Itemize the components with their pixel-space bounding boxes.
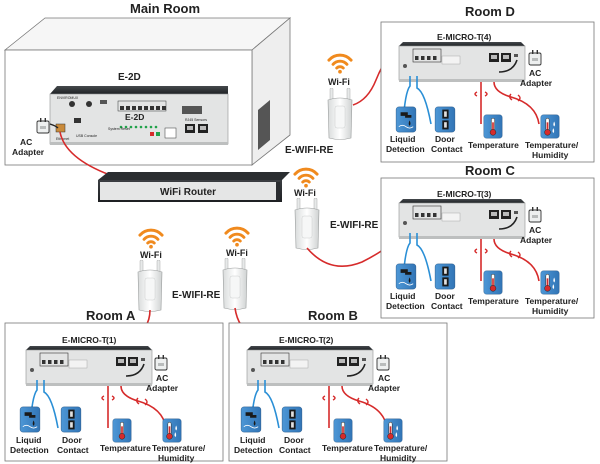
liquid-label-a-2: Detection [10, 445, 49, 455]
system-reset-label: System Reset [108, 127, 130, 131]
liquid-label-c-1: Liquid [390, 291, 416, 301]
dc-in-port [69, 101, 75, 107]
temp-humidity-sensor-a [162, 418, 182, 443]
door-sensor-a [60, 406, 82, 433]
ac-adapter-b-line1: AC [378, 373, 390, 383]
wifi-extender-name-c: E-WIFI-RE [330, 220, 379, 231]
wifi-label-d: Wi-Fi [328, 77, 350, 87]
temp-label-d: Temperature [468, 140, 519, 150]
emicro-device-b [246, 346, 374, 386]
liquid-label-b-1: Liquid [240, 435, 266, 445]
usb-port [74, 118, 81, 123]
wifi-extender-a [137, 260, 163, 312]
room-d-device-num: (4) [481, 32, 492, 42]
wifi-extender-name-a: E-WIFI-RE [172, 290, 221, 301]
wifi-signal-icon-c [293, 167, 319, 188]
wifi-extender-b [222, 258, 248, 310]
ac-adapter-a-line2: Adapter [146, 383, 179, 393]
door-label-b-2: Contact [279, 445, 311, 455]
rj45-sensors-label: RJ45 Sensors [185, 118, 207, 122]
th-label-b-2: Humidity [380, 453, 417, 463]
emicro-device-d [398, 42, 526, 82]
liquid-label-b-2: Detection [234, 445, 273, 455]
wifi-signal-icon-a [138, 228, 164, 249]
room-c-device-num: (3) [481, 189, 492, 199]
ac-adapter-b-line2: Adapter [368, 383, 401, 393]
th-label-c-2: Humidity [532, 306, 569, 316]
temp-sensor-d [483, 114, 503, 139]
th-label-a-1: Temperature/ [152, 443, 206, 453]
emicro-device-a [25, 346, 153, 386]
door-label-c-2: Contact [431, 301, 463, 311]
wifi-extender-c [294, 198, 320, 250]
emicro-device-c [398, 199, 526, 239]
ac-adapter-c-line2: Adapter [520, 235, 553, 245]
room-a-title: Room A [86, 308, 136, 323]
temp-humidity-sensor-d [540, 114, 560, 139]
wifi-router [98, 172, 290, 202]
door-label-d-2: Contact [431, 144, 463, 154]
wifi-signal-icon-d [327, 53, 353, 74]
liquid-label-d-1: Liquid [390, 134, 416, 144]
th-label-c-1: Temperature/ [525, 296, 579, 306]
wifi-label-b: Wi-Fi [226, 248, 248, 258]
led-strip [119, 125, 158, 129]
room-c-title: Room C [465, 163, 515, 178]
temp-label-c: Temperature [468, 296, 519, 306]
door-sensor-d [434, 106, 456, 133]
wifi-label-a: Wi-Fi [140, 250, 162, 260]
ac-adapter-main-line2: Adapter [12, 147, 45, 157]
room-a-device-num: (1) [106, 335, 117, 345]
wifi-router-label: WiFi Router [160, 187, 216, 198]
liquid-sensor-d [395, 106, 417, 133]
th-label-b-1: Temperature/ [374, 443, 428, 453]
wifi-extender-name-d: E-WIFI-RE [285, 145, 334, 156]
room-d-device: E-MICRO-T [437, 32, 483, 42]
room-c-device: E-MICRO-T [437, 189, 483, 199]
ac-adapter-d-line2: Adapter [520, 78, 553, 88]
ac-adapter-c-line1: AC [529, 225, 541, 235]
temp-sensor-b [333, 418, 353, 443]
door-label-d-1: Door [435, 134, 456, 144]
liquid-sensor-a [19, 406, 41, 433]
temp-sensor-a [112, 418, 132, 443]
ac-adapter-a-line1: AC [156, 373, 168, 383]
wifi-extender-d [327, 88, 353, 140]
temp-sensor-c [483, 270, 503, 295]
door-label-a-2: Contact [57, 445, 89, 455]
liquid-sensor-b [240, 406, 262, 433]
wifi-signal-icon-b [224, 226, 250, 247]
room-a-device: E-MICRO-T [62, 335, 108, 345]
liquid-label-d-2: Detection [386, 144, 425, 154]
room-b-title: Room B [308, 308, 358, 323]
wifi-label-c: Wi-Fi [294, 188, 316, 198]
temp-label-b: Temperature [322, 443, 373, 453]
liquid-label-a-1: Liquid [16, 435, 42, 445]
e2d-device: ENVIROMUX E-2D Ethernet USB Console Syst… [49, 86, 229, 145]
room-b-device-num: (2) [323, 335, 334, 345]
usb-console-label: USB Console [76, 134, 97, 138]
liquid-sensor-c [395, 263, 417, 290]
liquid-label-c-2: Detection [386, 301, 425, 311]
main-room-title: Main Room [130, 1, 200, 16]
temp-humidity-sensor-b [383, 418, 403, 443]
room-d-title: Room D [465, 4, 515, 19]
e2d-brand: ENVIROMUX [57, 96, 79, 100]
ac-adapter-d-line1: AC [529, 68, 541, 78]
door-label-c-1: Door [435, 291, 456, 301]
door-label-b-1: Door [284, 435, 305, 445]
door-label-a-1: Door [62, 435, 83, 445]
th-label-a-2: Humidity [158, 453, 195, 463]
door-sensor-b [281, 406, 303, 433]
door-sensor-c [434, 263, 456, 290]
th-label-d-2: Humidity [532, 150, 569, 160]
temp-label-a: Temperature [100, 443, 151, 453]
th-label-d-1: Temperature/ [525, 140, 579, 150]
e2d-face-label: E-2D [125, 112, 144, 122]
e2d-model-label: E-2D [118, 72, 141, 83]
temp-humidity-sensor-c [540, 270, 560, 295]
room-b-device: E-MICRO-T [279, 335, 325, 345]
ac-adapter-main-line1: AC [20, 137, 32, 147]
